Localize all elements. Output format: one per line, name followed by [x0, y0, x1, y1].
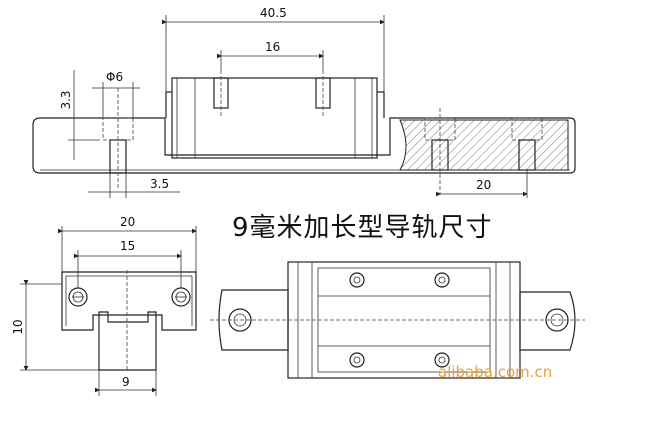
dim-rail-pitch: 20 — [476, 178, 491, 192]
dim-height-10: 10 — [11, 319, 25, 334]
watermark-text: alibaba.com.cn — [438, 363, 552, 381]
dim-width-20: 20 — [120, 215, 135, 229]
side-view: 40.5 16 Φ6 3.3 3.5 20 — [32, 6, 576, 198]
dim-rail-hole: Φ6 — [106, 70, 123, 84]
dim-block-length: 40.5 — [260, 6, 287, 20]
drawing-title: 9毫米加长型导轨尺寸 — [232, 213, 493, 243]
dim-width-15: 15 — [120, 239, 135, 253]
dim-rail-width: 9 — [122, 375, 130, 389]
dim-depth: 3.3 — [59, 90, 73, 109]
top-view — [210, 261, 585, 379]
dim-hole-spacing: 16 — [265, 40, 280, 54]
dim-edge: 3.5 — [150, 177, 169, 191]
end-view: 20 15 10 9 — [11, 215, 197, 396]
